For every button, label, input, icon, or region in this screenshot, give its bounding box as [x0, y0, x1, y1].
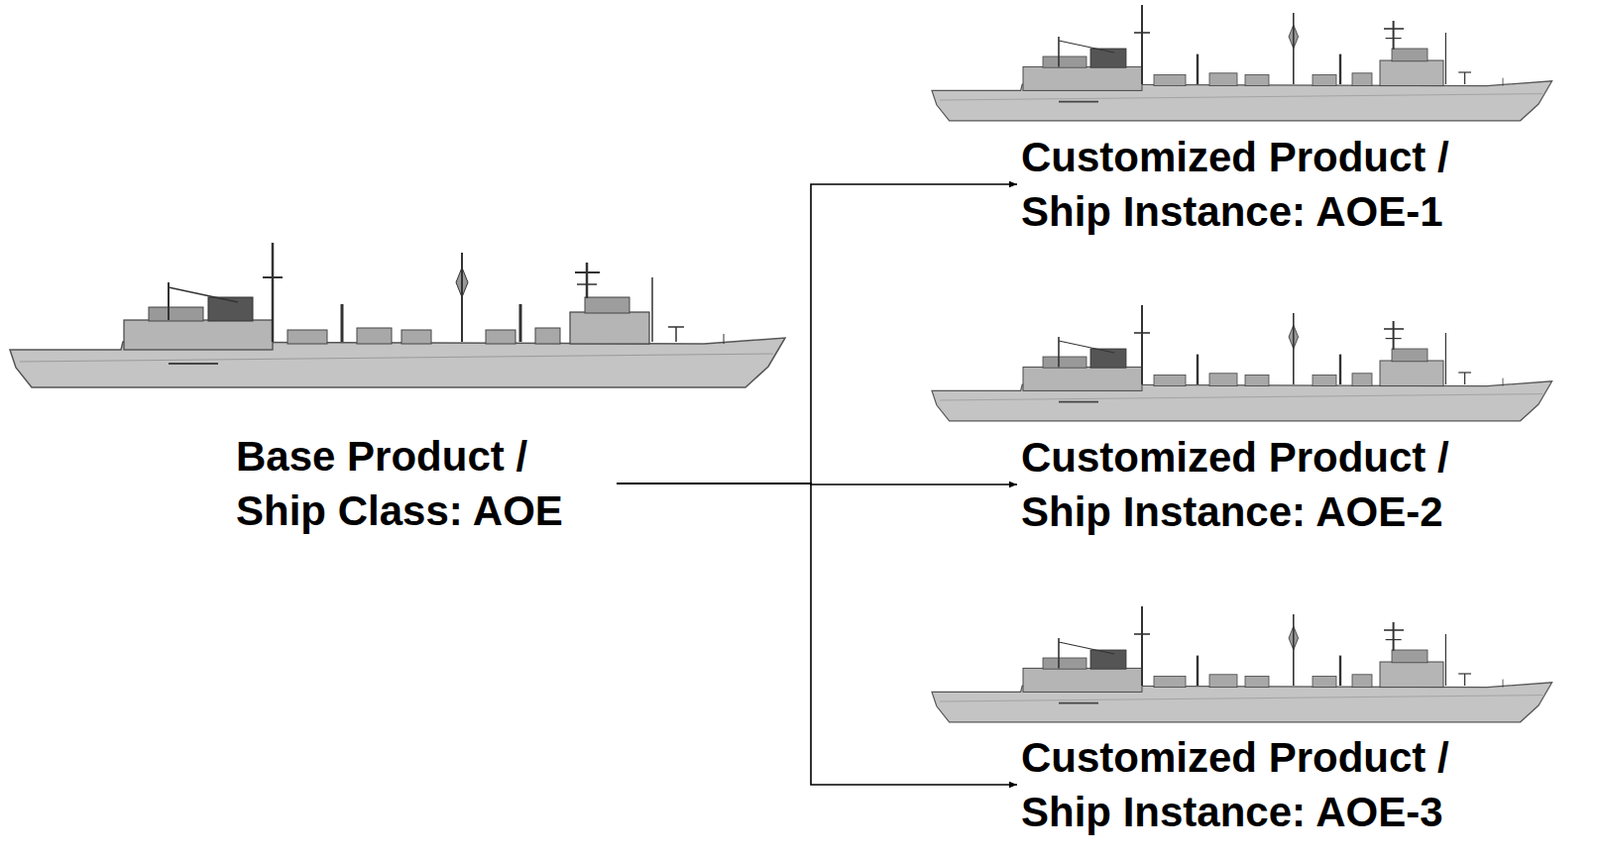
node-label: Customized Product / Ship Instance: AOE-…: [1021, 730, 1509, 840]
instance-product-label: Customized Product / Ship Instance: AOE-…: [1017, 730, 1513, 840]
connector-arrow: [616, 483, 1018, 786]
node-label: Base Product / Ship Class: AOE: [235, 429, 605, 539]
base-product-label: Base Product / Ship Class: AOE: [231, 429, 609, 539]
connector-arrow: [616, 184, 1018, 484]
node-label: Customized Product / Ship Instance: AOE-…: [1021, 430, 1509, 540]
instance-product-label: Customized Product / Ship Instance: AOE-…: [1017, 430, 1513, 540]
instance-product-label: Customized Product / Ship Instance: AOE-…: [1017, 129, 1513, 239]
node-label: Customized Product / Ship Instance: AOE-…: [1021, 129, 1509, 239]
